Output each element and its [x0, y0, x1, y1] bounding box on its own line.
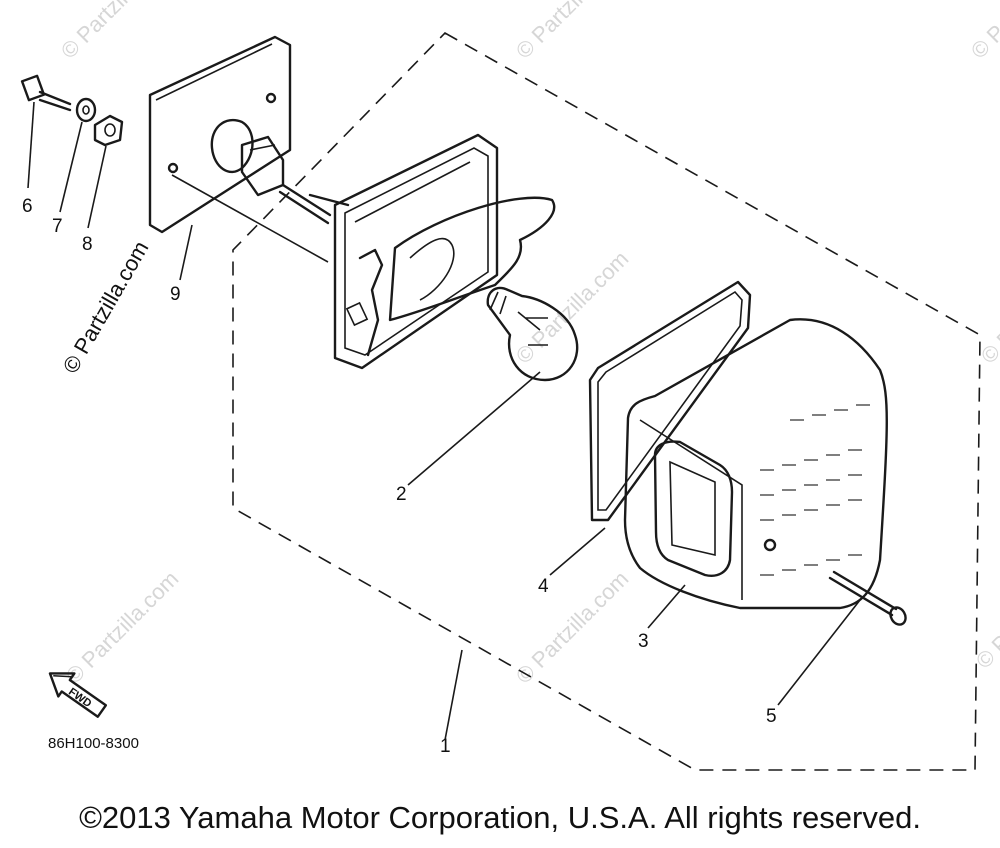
callout-7: 7 [52, 216, 63, 237]
callout-9: 9 [170, 284, 181, 305]
watermark-6: © Partzilla.com [61, 566, 184, 689]
lens-texture [760, 404, 870, 576]
wire-connector [240, 135, 350, 225]
watermark-7: © Partzilla.com [511, 566, 634, 689]
fwd-label: FWD [66, 686, 93, 710]
lens-screw [828, 570, 907, 626]
callouts: 6 7 8 9 2 4 3 5 1 [22, 196, 777, 757]
nut [93, 114, 124, 147]
assembly-boundary [232, 32, 981, 771]
watermark-8: © Partzilla.com [971, 551, 1000, 674]
callout-1: 1 [440, 736, 451, 757]
callout-2: 2 [396, 484, 407, 505]
lamp-base-housing [333, 133, 556, 370]
watermark-1: © Partzilla.com [56, 0, 179, 64]
watermark-primary: © Partzilla.com [58, 237, 154, 378]
mounting-plate [148, 35, 292, 234]
callout-4: 4 [538, 576, 549, 597]
callout-3: 3 [638, 631, 649, 652]
bulb [486, 286, 579, 382]
gasket [588, 280, 752, 522]
lens-cover [623, 318, 888, 610]
washer [75, 97, 97, 123]
copyright-footer: ©2013 Yamaha Motor Corporation, U.S.A. A… [79, 800, 921, 835]
callout-5: 5 [766, 706, 777, 727]
callout-8: 8 [82, 234, 93, 255]
watermark-4: © Partzilla.com [511, 246, 634, 369]
leader-lines [27, 101, 861, 741]
diagram-code: 86H100-8300 [48, 735, 139, 752]
watermark-3: © Partzilla.com [966, 0, 1000, 64]
watermark-2: © Partzilla.com [511, 0, 634, 64]
bolt [20, 74, 72, 112]
callout-6: 6 [22, 196, 33, 217]
